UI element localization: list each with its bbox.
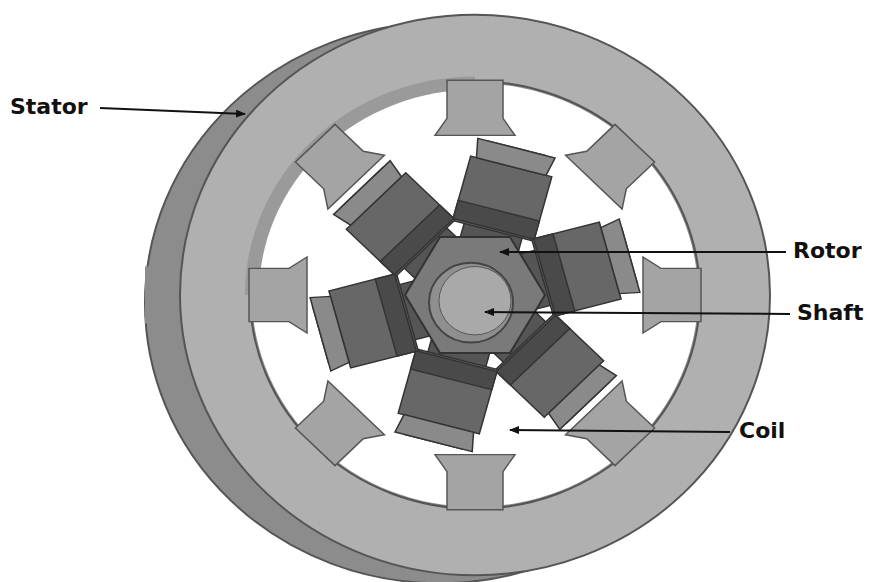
leader-line [500, 251, 786, 253]
leader-line [100, 108, 245, 114]
part-label: Rotor [793, 238, 862, 264]
part-label: Shaft [797, 300, 863, 326]
leader-line [485, 312, 790, 314]
part-label: Stator [10, 94, 88, 120]
part-label: Coil [739, 418, 785, 444]
leader-line [510, 430, 730, 432]
